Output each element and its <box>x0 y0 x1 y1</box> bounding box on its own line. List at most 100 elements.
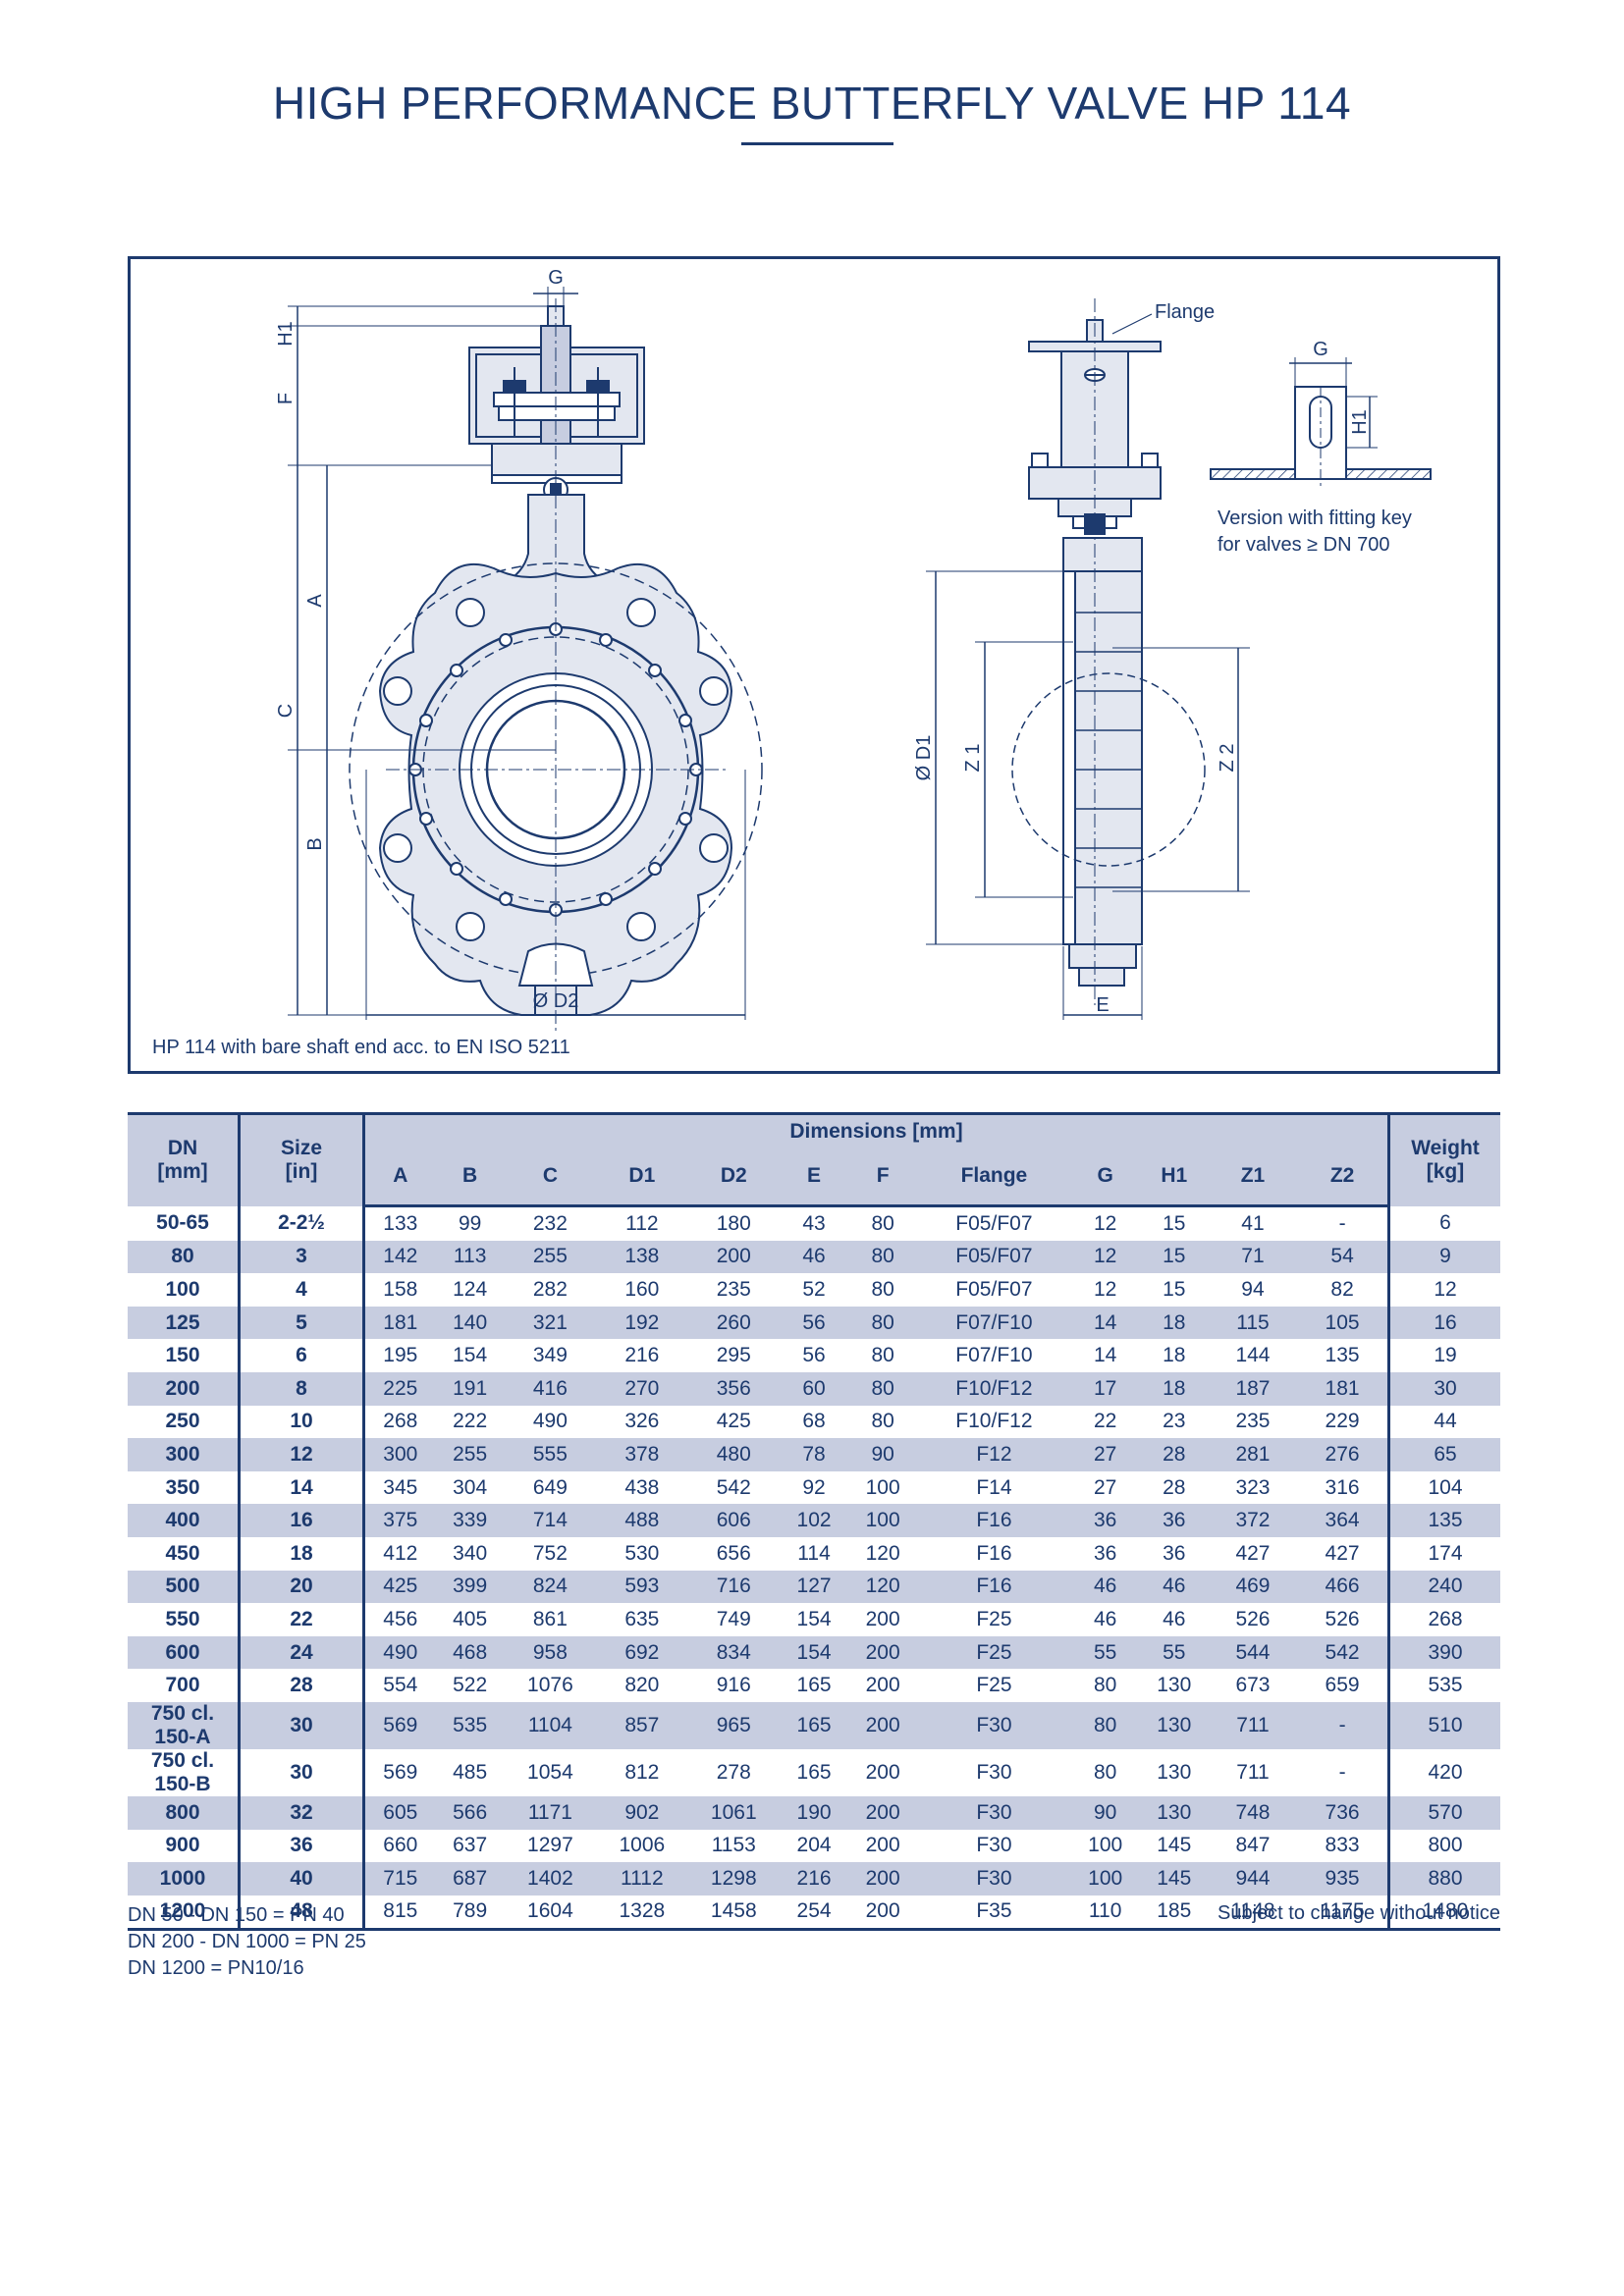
table-cell: 916 <box>716 1674 751 1697</box>
table-cell: 711 <box>1236 1713 1270 1736</box>
table-cell: 12 <box>239 1438 365 1471</box>
label-f: F <box>275 393 297 404</box>
table-cell: 935 <box>1325 1866 1360 1890</box>
table-cell: 12 <box>1093 1211 1117 1235</box>
table-cell: 80 <box>871 1211 894 1235</box>
table-cell: 606 <box>716 1509 751 1532</box>
table-cell: 416 <box>532 1376 568 1400</box>
table-cell: - <box>1338 1211 1346 1235</box>
group-header-dimensions: Dimensions [mm] <box>363 1112 1389 1148</box>
table-cell: 140 <box>453 1310 488 1334</box>
table-cell: 570 <box>1387 1795 1500 1830</box>
table-cell: 60 <box>802 1376 826 1400</box>
table-cell: 92 <box>802 1475 826 1499</box>
table-cell: 715 <box>383 1866 418 1890</box>
table-cell: 450 <box>128 1536 241 1571</box>
table-cell: 1054 <box>527 1760 573 1784</box>
table-cell: 24 <box>239 1635 365 1670</box>
table-cell: 12 <box>1093 1277 1117 1301</box>
table-cell: 68 <box>802 1410 826 1433</box>
table-cell: 550 <box>128 1603 241 1636</box>
table-cell: 229 <box>1325 1410 1360 1433</box>
side-view <box>926 298 1250 1020</box>
table-cell: 225 <box>383 1376 418 1400</box>
table-cell: 692 <box>624 1640 660 1664</box>
table-cell: F10/F12 <box>955 1410 1033 1433</box>
table-cell: 749 <box>716 1607 751 1630</box>
table-cell: 530 <box>624 1541 660 1565</box>
table-cell: 80 <box>128 1240 241 1274</box>
label-g-key: G <box>1313 339 1328 360</box>
label-a: A <box>304 594 326 608</box>
table-cell: 1148 <box>1208 1895 1298 1932</box>
table-cell: F30 <box>976 1834 1012 1857</box>
table-cell: 800 <box>128 1795 241 1830</box>
table-cell: 965 <box>716 1713 751 1736</box>
table-cell: 200 <box>865 1866 900 1890</box>
col-h1: H1 <box>1139 1148 1209 1207</box>
table-cell: 56 <box>802 1344 826 1367</box>
table-cell: 145 <box>1157 1866 1192 1890</box>
table-cell: 16 <box>1387 1306 1500 1340</box>
table-cell: 254 <box>780 1895 849 1932</box>
label-d2: Ø D2 <box>533 990 579 1012</box>
table-cell: 1298 <box>710 1866 757 1890</box>
table-cell: 4 <box>239 1273 365 1307</box>
table-cell: 321 <box>532 1310 568 1334</box>
table-cell: 438 <box>624 1475 660 1499</box>
table-cell: 659 <box>1325 1674 1360 1697</box>
table-cell: 295 <box>716 1344 751 1367</box>
table-cell: 276 <box>1325 1442 1360 1466</box>
table-cell: 544 <box>1235 1640 1271 1664</box>
table-cell: 65 <box>1387 1438 1500 1471</box>
table-cell: 80 <box>871 1277 894 1301</box>
table-cell: 28 <box>1163 1475 1186 1499</box>
side-body <box>1062 570 1143 945</box>
col-f: F <box>848 1148 918 1207</box>
table-cell: 19 <box>1387 1339 1500 1372</box>
table-cell: 71 <box>1241 1245 1265 1268</box>
table-cell: 195 <box>383 1344 418 1367</box>
col-b: B <box>435 1148 505 1207</box>
table-cell: 466 <box>1325 1575 1360 1598</box>
table-cell: 100 <box>865 1475 900 1499</box>
table-cell: 250 <box>128 1405 241 1439</box>
table-cell: 316 <box>1325 1475 1360 1499</box>
table-cell: 356 <box>716 1376 751 1400</box>
front-view <box>288 287 763 1035</box>
table-cell: 522 <box>453 1674 488 1697</box>
table-cell: 200 <box>865 1834 900 1857</box>
table-cell: 1458 <box>687 1895 780 1932</box>
table-cell: 300 <box>383 1442 418 1466</box>
table-cell: 488 <box>624 1509 660 1532</box>
table-cell: 390 <box>1387 1635 1500 1670</box>
table-cell: 375 <box>383 1509 418 1532</box>
table-cell: 232 <box>532 1211 568 1235</box>
table-cell: 110 <box>1070 1895 1140 1932</box>
table-cell: 268 <box>383 1410 418 1433</box>
table-cell: 1104 <box>527 1713 572 1736</box>
col-a: A <box>363 1148 436 1207</box>
table-cell: 222 <box>453 1410 488 1433</box>
table-cell: 526 <box>1235 1607 1271 1630</box>
table-cell: 120 <box>865 1541 900 1565</box>
table-cell: 50-65 <box>128 1205 241 1241</box>
table-cell: 28 <box>1163 1442 1186 1466</box>
table-cell: 48 <box>239 1895 365 1932</box>
table-cell: 300 <box>128 1438 241 1471</box>
table-cell: 1061 <box>710 1800 757 1824</box>
col-weight: Weight[kg] <box>1387 1112 1500 1206</box>
table-cell: 240 <box>1387 1570 1500 1604</box>
table-cell: 326 <box>624 1410 660 1433</box>
table-cell: 22 <box>239 1603 365 1636</box>
table-cell: - <box>1338 1713 1346 1736</box>
table-cell: 27 <box>1093 1475 1117 1499</box>
key-note-line-1: Version with fitting key <box>1218 507 1412 529</box>
table-cell: 789 <box>435 1895 505 1932</box>
